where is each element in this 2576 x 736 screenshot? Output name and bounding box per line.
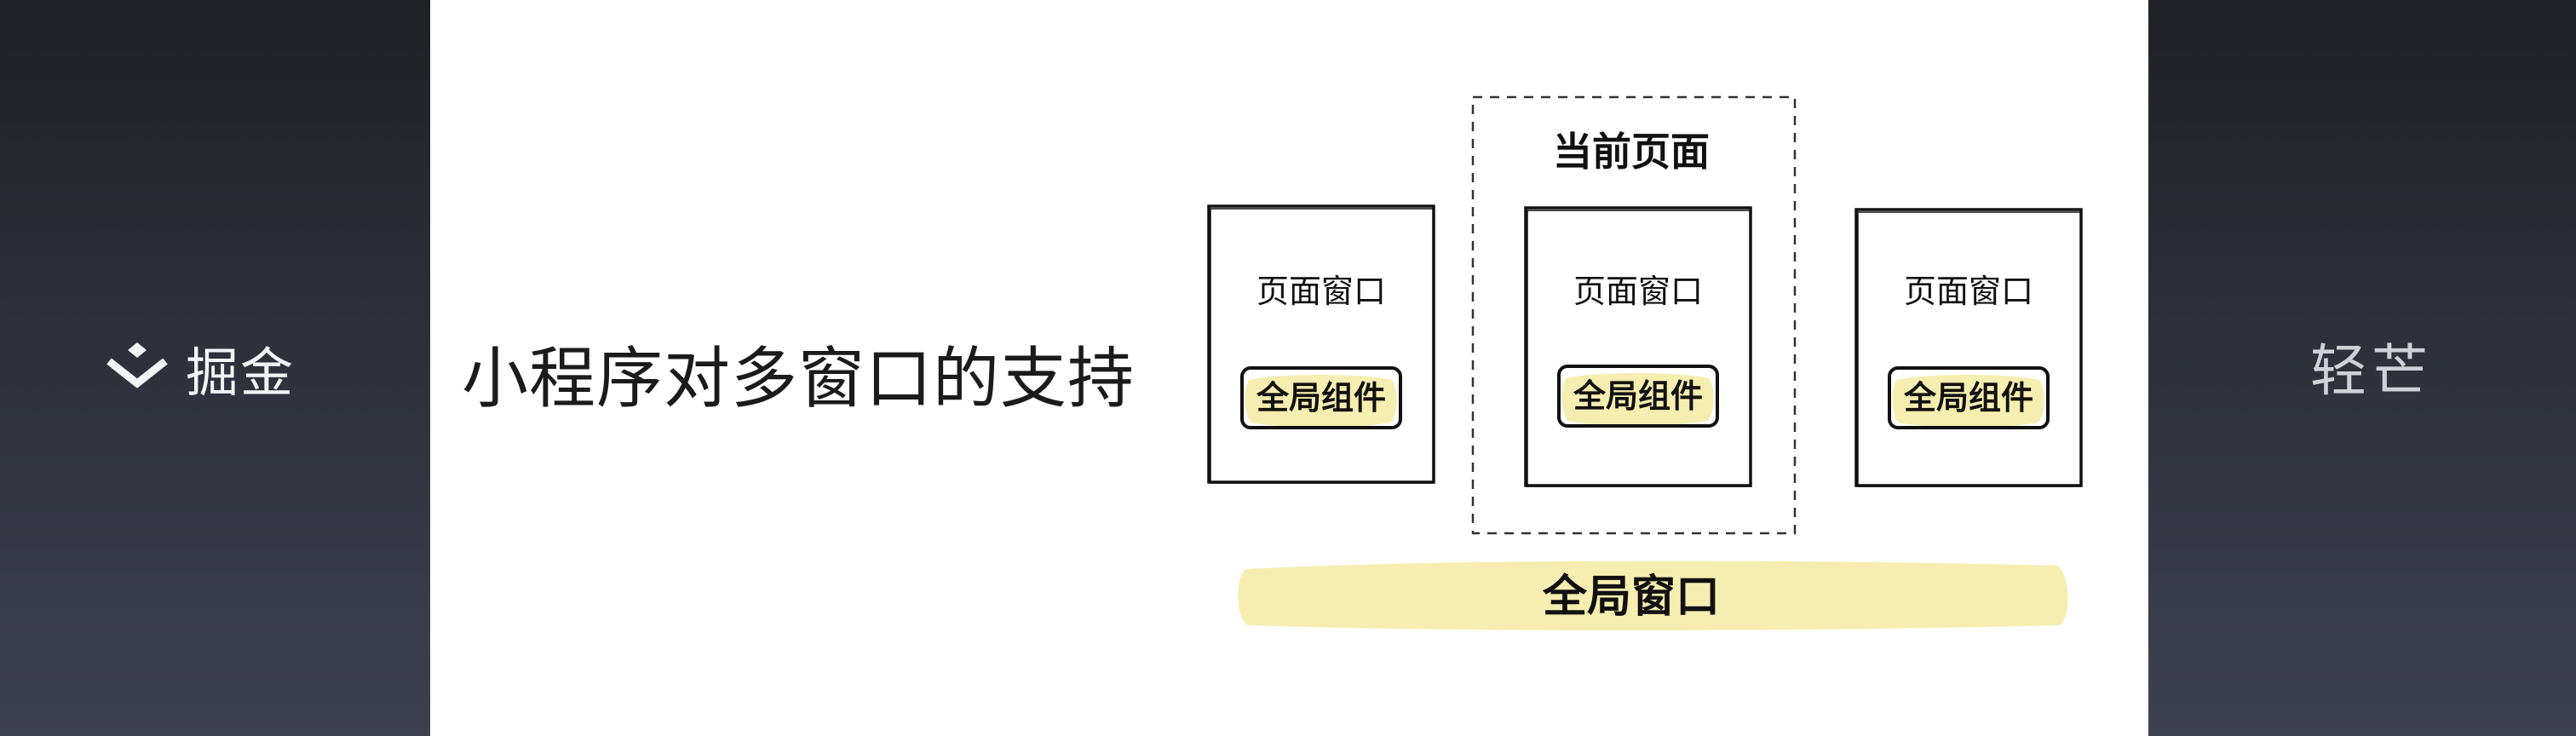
page-window-3: 页面窗口 全局组件: [1854, 208, 2083, 487]
global-window-bar: 全局窗口: [1238, 561, 2068, 630]
brand-juejin: 掘金: [101, 331, 295, 405]
global-component-3: 全局组件: [1888, 366, 2050, 429]
slide-title: 小程序对多窗口的支持: [462, 341, 1136, 417]
global-component-1-label: 全局组件: [1256, 379, 1386, 417]
global-component-1: 全局组件: [1240, 366, 1402, 429]
right-side-panel: [2148, 0, 2576, 736]
page-window-2-label: 页面窗口: [1573, 273, 1703, 310]
left-side-panel: 掘金: [0, 0, 430, 736]
brand-juejin-name: 掘金: [186, 342, 296, 404]
global-window-label: 全局窗口: [1542, 572, 1720, 623]
page-window-2: 页面窗口 全局组件: [1524, 206, 1752, 487]
global-component-3-label: 全局组件: [1903, 379, 2033, 417]
current-page-label: 当前页面: [1553, 129, 1710, 175]
brand-qingmang: 轻芒: [2310, 338, 2433, 404]
current-page-frame: [1471, 95, 1797, 535]
global-component-2: 全局组件: [1557, 365, 1719, 428]
page-window-1-label: 页面窗口: [1256, 273, 1386, 310]
page-window-3-label: 页面窗口: [1904, 273, 2033, 310]
global-component-2-label: 全局组件: [1573, 377, 1703, 415]
page-window-1: 页面窗口 全局组件: [1207, 204, 1435, 484]
juejin-logo-icon: [101, 337, 174, 399]
